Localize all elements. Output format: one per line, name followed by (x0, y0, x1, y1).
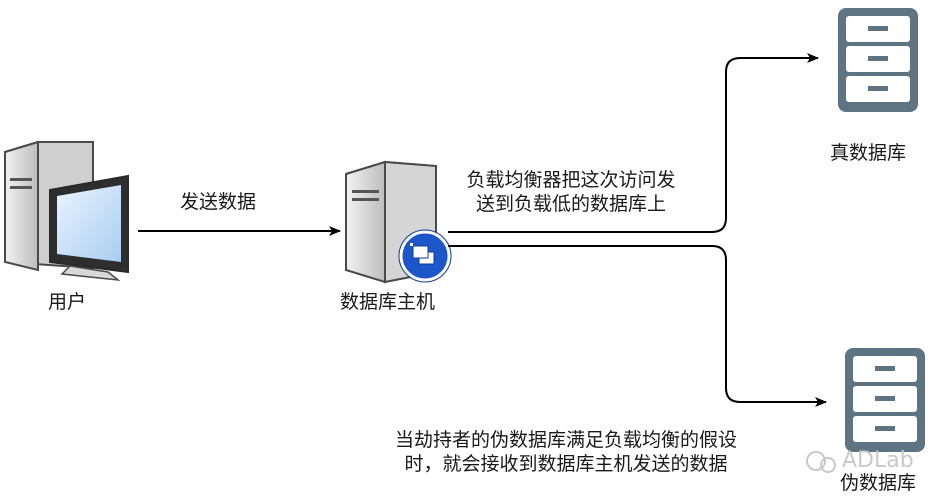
real-db-arrow (448, 53, 819, 233)
database-host-server-icon (345, 160, 437, 284)
user-label: 用户 (48, 291, 87, 313)
fake-db-arrow (448, 245, 827, 407)
load-balancer-badge-icon (398, 229, 452, 283)
load-balancer-label: 负载均衡器把这次访问发 送到负载低的数据库上 (436, 168, 706, 216)
load-balancer-label-line1: 负载均衡器把这次访问发 (466, 169, 676, 191)
watermark-text: ADLab (842, 448, 914, 473)
watermark-logo-icon (806, 451, 836, 473)
fake-database-cabinet-icon (845, 348, 925, 452)
load-balancer-label-line2: 送到负载低的数据库上 (475, 193, 666, 215)
send-data-label: 发送数据 (180, 191, 257, 213)
hijack-annotation-line1: 当劫持者的伪数据库满足负载均衡的假设 (394, 429, 737, 451)
database-host-label: 数据库主机 (340, 291, 436, 313)
real-database-label: 真数据库 (830, 142, 907, 164)
real-database-cabinet-icon (838, 8, 918, 112)
fake-database-label: 伪数据库 (840, 472, 917, 494)
user-computer-icon (4, 140, 129, 282)
hijack-annotation: 当劫持者的伪数据库满足负载均衡的假设 时，就会接收到数据库主机发送的数据 (346, 428, 786, 476)
hijack-annotation-line2: 时，就会接收到数据库主机发送的数据 (404, 453, 728, 475)
